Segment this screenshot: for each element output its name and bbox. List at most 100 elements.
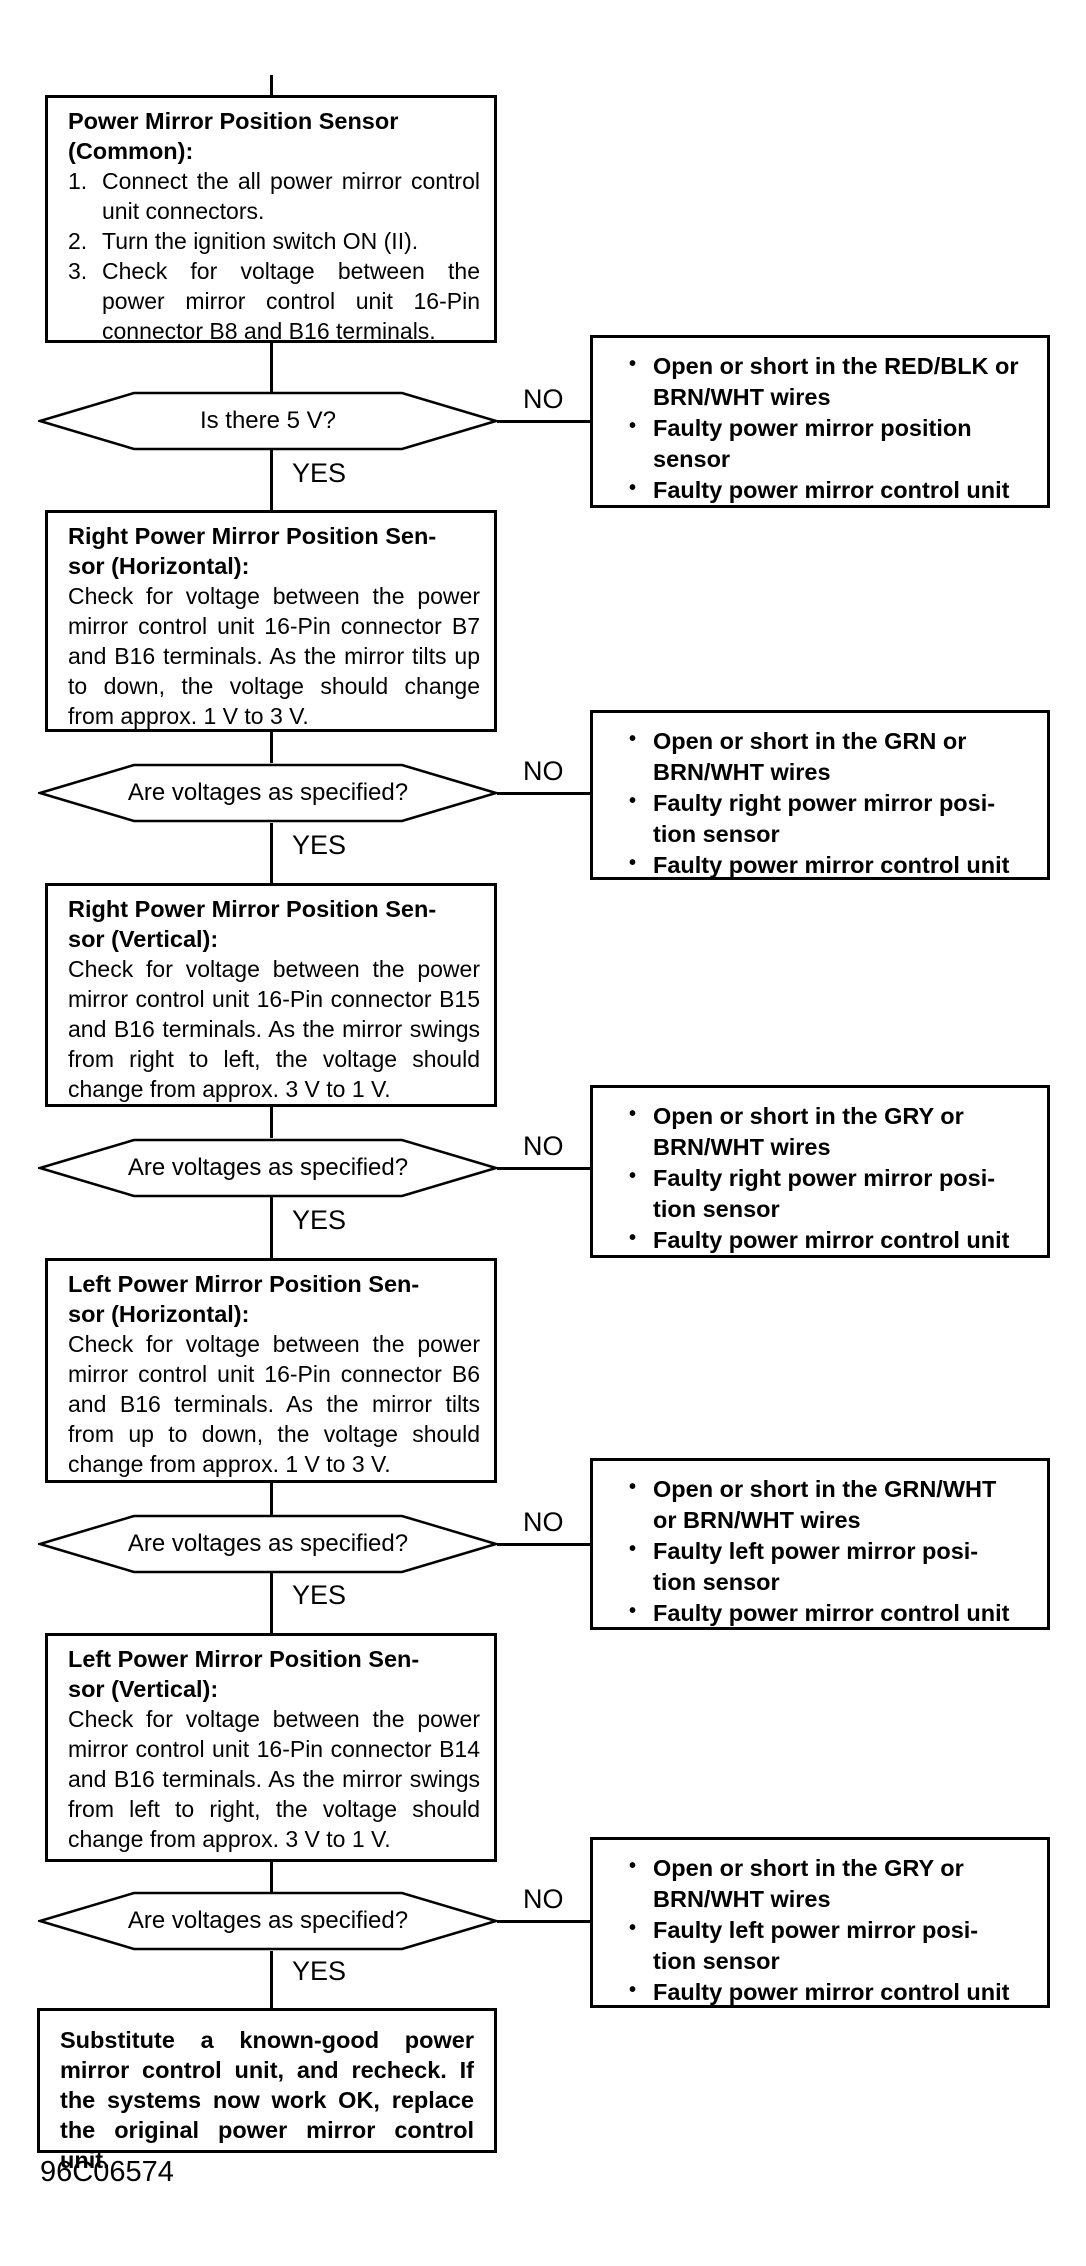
decision-hexagon-shape [38, 763, 498, 823]
bullet-icon: • [629, 477, 637, 499]
no-label: NO [523, 384, 564, 414]
bullet-icon: • [629, 1227, 637, 1249]
result-box-no: • Open or short in the RED/BLK or BRN/WHT… [590, 335, 1050, 508]
decision-voltages-1: Are voltages as specified? [38, 763, 498, 823]
result-item: • Open or short in the GRN/WHT or BRN/WHT… [627, 1474, 1033, 1536]
yes-label: YES [292, 830, 347, 860]
bullet-icon: • [629, 1165, 637, 1187]
bullet-icon: • [629, 1538, 637, 1560]
process-body: Check for voltage between the power mirr… [68, 1331, 480, 1477]
connector-line [270, 343, 273, 392]
no-branch-line [497, 1920, 590, 1923]
bullet-icon: • [629, 415, 637, 437]
result-item: • Faulty left power mirror posi- tion sen… [627, 1915, 1033, 1977]
decision-voltages-2: Are voltages as specified? [38, 1138, 498, 1198]
process-box-right-horizontal: Right Power Mirror Position Sen- sor (Ho… [45, 510, 497, 732]
no-branch-line [497, 792, 590, 795]
connector-line [270, 1573, 273, 1633]
bullet-icon: • [629, 1917, 637, 1939]
result-item: • Faulty left power mirror posi- tion sen… [627, 1536, 1033, 1598]
result-text: Faulty left power mirror posi- tion sens… [653, 1538, 979, 1595]
list-number: 3. [68, 258, 88, 284]
decision-text: Are voltages as specified? [127, 1530, 409, 1557]
yes-label: YES [292, 1580, 347, 1610]
list-text: Connect the all power mirror control uni… [102, 168, 480, 224]
connector-line [270, 823, 273, 883]
decision-hexagon-shape [38, 1138, 498, 1198]
result-box-no: • Open or short in the GRN/WHT or BRN/WHT… [590, 1458, 1050, 1630]
result-item: • Faulty power mirror control unit [627, 475, 1033, 506]
figure-code: 96C06574 [40, 2156, 174, 2188]
decision-text: Are voltages as specified? [127, 1907, 409, 1934]
connector-line [270, 1107, 273, 1138]
result-text: Faulty power mirror control unit [653, 1979, 1010, 2005]
process-title: Right Power Mirror Position Sen- sor (Ve… [68, 896, 437, 952]
flow-entry-line [270, 75, 273, 95]
result-item: • Open or short in the GRY or BRN/WHT wir… [627, 1853, 1033, 1915]
process-box-left-vertical: Left Power Mirror Position Sen- sor (Ver… [45, 1633, 497, 1862]
decision-hexagon-shape [38, 391, 498, 451]
no-label: NO [523, 1884, 564, 1914]
bullet-icon: • [629, 1600, 637, 1622]
yes-label: YES [292, 1956, 347, 1986]
result-item: • Faulty power mirror position sensor [627, 413, 1033, 475]
result-item: •Faulty right power mirror posi- tion se… [627, 1163, 1033, 1225]
bullet-icon: • [629, 852, 637, 874]
list-number: 1. [68, 168, 88, 194]
result-box-no: • Open or short in the GRY or BRN/WHT wir… [590, 1837, 1050, 2008]
connector-line [270, 732, 273, 763]
no-label: NO [523, 1507, 564, 1537]
no-label: NO [523, 1131, 564, 1161]
bullet-icon: • [629, 353, 637, 375]
bullet-icon: • [629, 1103, 637, 1125]
bullet-icon: • [629, 728, 637, 750]
result-text: Open or short in the RED/BLK or BRN/WHT … [653, 353, 1019, 410]
connector-line [270, 450, 273, 510]
decision-voltages-3: Are voltages as specified? [38, 1514, 498, 1574]
result-text: Faulty power mirror position sensor [653, 415, 972, 472]
process-body: Check for voltage between the power mirr… [68, 1706, 480, 1852]
result-text: Faulty left power mirror posi- tion sens… [653, 1917, 979, 1974]
result-item: • Faulty power mirror control unit [627, 1598, 1033, 1629]
yes-label: YES [292, 1205, 347, 1235]
result-text: Open or short in the GRY or BRN/WHT wire… [653, 1855, 964, 1912]
decision-voltages-4: Are voltages as specified? [38, 1891, 498, 1951]
process-title: Left Power Mirror Position Sen- sor (Ver… [68, 1646, 420, 1702]
connector-line [270, 1951, 273, 2008]
bullet-icon: • [629, 1979, 637, 2001]
no-label: NO [523, 756, 564, 786]
result-box-no: •Open or short in the GRN or BRN/WHT wir… [590, 710, 1050, 880]
result-item: •Faulty power mirror control unit [627, 1225, 1033, 1256]
list-number: 2. [68, 228, 88, 254]
decision-text: Is there 5 V? [199, 407, 337, 434]
decision-text: Are voltages as specified? [127, 1154, 409, 1181]
bullet-icon: • [629, 1855, 637, 1877]
process-title: Left Power Mirror Position Sen- sor (Hor… [68, 1271, 420, 1327]
process-body: Check for voltage between the power mirr… [68, 956, 480, 1102]
process-box-common: Power Mirror Position Sensor (Common): 1… [45, 95, 497, 344]
no-branch-line [497, 1543, 590, 1546]
result-text: Faulty right power mirror posi- tion sen… [653, 790, 996, 847]
result-item: •Open or short in the GRN or BRN/WHT wir… [627, 726, 1033, 788]
result-text: Open or short in the GRN/WHT or BRN/WHT … [653, 1476, 997, 1533]
no-branch-line [497, 420, 590, 423]
result-item: • Open or short in the GRY or BRN/WHT wir… [627, 1101, 1033, 1163]
list-text: Check for voltage between the power mirr… [102, 258, 480, 344]
decision-text: Are voltages as specified? [127, 779, 409, 806]
process-box-right-vertical: Right Power Mirror Position Sen- sor (Ve… [45, 883, 497, 1107]
bullet-icon: • [629, 1476, 637, 1498]
no-branch-line [497, 1167, 590, 1170]
result-text: Open or short in the GRY or BRN/WHT wire… [653, 1103, 964, 1160]
process-box-left-horizontal: Left Power Mirror Position Sen- sor (Hor… [45, 1258, 497, 1483]
decision-hexagon-shape [38, 1514, 498, 1574]
decision-is-there-5v: Is there 5 V? [38, 391, 498, 451]
result-text: Faulty power mirror control unit [653, 1600, 1010, 1626]
result-text: Faulty power mirror control unit [653, 477, 1010, 503]
connector-line [270, 1483, 273, 1515]
list-text: Turn the ignition switch ON (II). [102, 228, 419, 254]
result-item: •Faulty power mirror control unit [627, 850, 1033, 881]
list-item: 2. Turn the ignition switch ON (II). [68, 226, 480, 256]
process-title: Power Mirror Position Sensor (Common): [68, 108, 399, 164]
process-body: Check for voltage between the power mirr… [68, 583, 480, 729]
